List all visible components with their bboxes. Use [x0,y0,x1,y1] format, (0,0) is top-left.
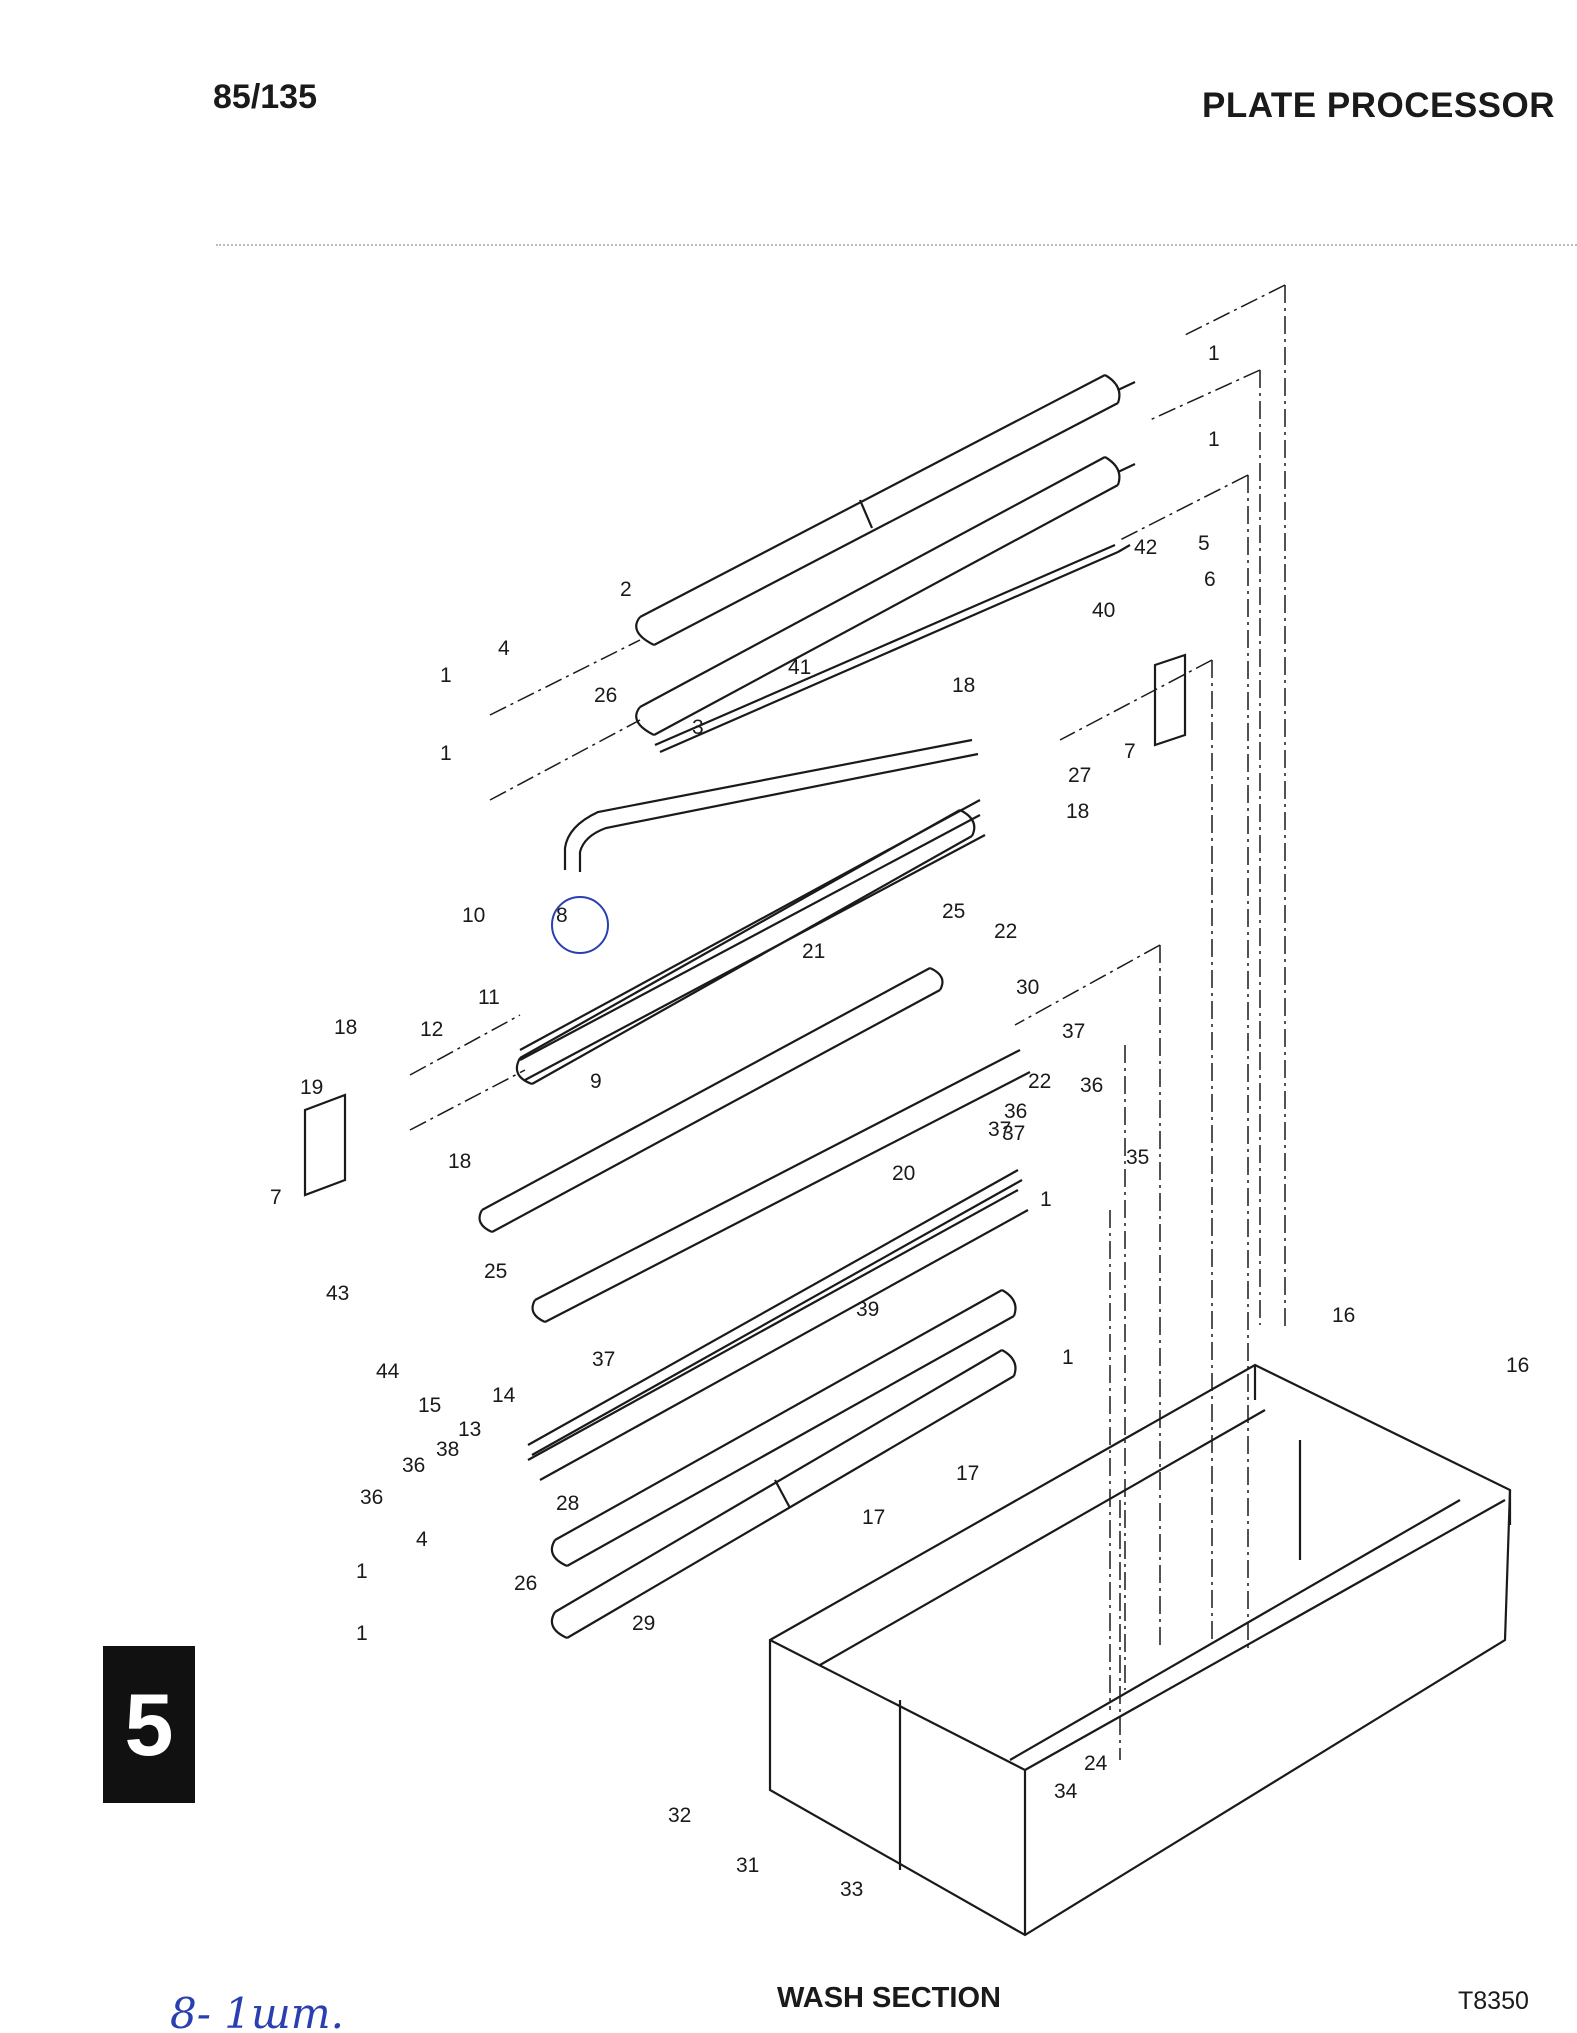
callout-11: 11 [478,986,500,1009]
rollers [303,374,1512,1937]
callout-5: 5 [1198,532,1210,555]
roller-2 [635,374,1136,646]
callout-18: 18 [334,1016,357,1039]
callout-36: 36 [402,1454,425,1477]
callout-36: 36 [1004,1100,1027,1123]
callout-18: 18 [1066,800,1089,823]
callout-1: 1 [356,1560,368,1583]
callout-1: 1 [1040,1188,1052,1211]
rod-39 [527,1169,1023,1456]
callout-36: 36 [360,1486,383,1509]
callout-25: 25 [484,1260,507,1283]
callout-19: 19 [300,1076,323,1099]
document-number: 85/135 [213,78,317,116]
roller-28 [550,1289,1017,1568]
chapter-tab: 5 [103,1646,195,1803]
callout-32: 32 [668,1804,691,1827]
callout-26: 26 [594,684,617,707]
callout-37: 37 [592,1348,615,1371]
brush-roller-21 [478,966,944,1234]
callout-7: 7 [1124,740,1136,763]
section-title: WASH SECTION [777,1982,1001,2014]
callout-1: 1 [1208,428,1220,451]
callout-26: 26 [514,1572,537,1595]
callout-40: 40 [1092,599,1115,622]
callout-42: 42 [1134,536,1157,559]
callout-27: 27 [1068,764,1091,787]
brush-roller-20 [531,1049,1031,1324]
callout-39: 39 [856,1298,879,1321]
callout-37: 37 [988,1118,1011,1141]
callout-17: 17 [956,1462,979,1485]
callout-14: 14 [492,1384,516,1407]
side-plate-7-left [303,1093,347,1197]
callout-1: 1 [440,742,452,765]
callout-43: 43 [326,1282,349,1305]
callout-38: 38 [436,1438,459,1461]
callout-8: 8 [556,904,568,927]
callout-12: 12 [420,1018,443,1041]
callout-18: 18 [952,674,975,697]
callout-4: 4 [498,637,510,660]
callout-1: 1 [356,1622,368,1645]
callout-34: 34 [1054,1780,1078,1803]
callout-21: 21 [802,940,825,963]
callout-13: 13 [458,1418,481,1441]
callout-29: 29 [632,1612,655,1635]
roller-8 [515,809,976,1086]
callout-36: 36 [1080,1074,1103,1097]
roller-9 [519,814,986,1081]
callout-28: 28 [556,1492,579,1515]
drawing-id: T8350 [1458,1987,1529,2015]
callout-2: 2 [620,578,632,601]
callout-17: 17 [862,1506,885,1529]
callout-4: 4 [416,1528,428,1551]
callout-25: 25 [942,900,965,923]
tank-sidewall [898,1365,1512,1870]
callout-37: 37 [1002,1122,1025,1145]
callout-44: 44 [376,1360,400,1383]
wash-tank-frame [768,1363,1512,1937]
callout-20: 20 [892,1162,915,1185]
callout-31: 31 [736,1854,759,1877]
callout-9: 9 [590,1070,602,1093]
callout-1: 1 [1208,342,1220,365]
callout-1: 1 [1062,1346,1074,1369]
callout-1: 1 [440,664,452,687]
rod-41 [654,543,1131,754]
dash-dot-leaders [409,284,1286,1760]
callout-37: 37 [1062,1020,1085,1043]
roller-14 [527,1189,1029,1481]
callout-22: 22 [994,920,1017,943]
roller-9b [519,799,981,1051]
callout-30: 30 [1016,976,1039,999]
bent-tube [563,738,979,872]
callout-35: 35 [1126,1146,1149,1169]
side-plate-7-right [1153,653,1187,747]
callout-41: 41 [788,656,811,679]
callout-3: 3 [692,716,704,739]
roller-29 [550,1349,1017,1640]
callout-24: 24 [1084,1752,1108,1775]
callout-16: 16 [1332,1304,1355,1327]
document-title: PLATE PROCESSOR [1202,86,1556,125]
hand-drawn-circle [551,896,609,954]
header-rule [216,244,1577,246]
callout-15: 15 [418,1394,441,1417]
callout-10: 10 [462,904,485,927]
callout-18: 18 [448,1150,471,1173]
callout-6: 6 [1204,568,1216,591]
callout-16: 16 [1506,1354,1529,1377]
handwritten-note: 8- 1шт. [170,1989,344,2033]
callout-33: 33 [840,1878,863,1901]
callout-22: 22 [1028,1070,1051,1093]
callout-7: 7 [270,1186,282,1209]
roller-3 [635,456,1136,736]
